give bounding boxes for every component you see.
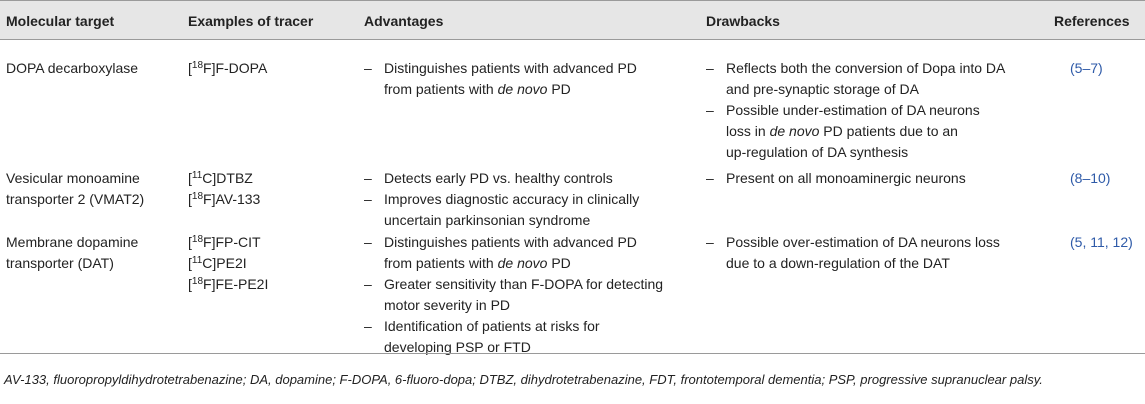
bullet-dash: – [706,170,714,186]
molecular-target-line: transporter 2 (VMAT2) [6,191,145,207]
bullet-dash: – [364,234,372,250]
molecular-target-line: Vesicular monoamine [6,170,140,186]
tracer-name: [18F]FP-CIT [188,234,261,250]
drawback-line: loss in de novo PD patients due to an [726,123,958,139]
molecular-target-cell: Membrane dopamine transporter (DAT) [6,232,138,274]
advantage-text: Greater sensitivity than F-DOPA for dete… [384,274,663,316]
advantage-text: Detects early PD vs. healthy controls [384,168,613,189]
tracer-name: [18F]F-DOPA [188,60,268,76]
bullet-dash: – [364,276,372,292]
bullet-dash: – [706,60,714,76]
header-advantages: Advantages [364,13,444,29]
tracer-name: [11C]DTBZ [188,170,253,186]
advantage-line: Improves diagnostic accuracy in clinical… [384,191,640,207]
advantage-line: Greater sensitivity than F-DOPA for dete… [384,276,664,292]
table-header-row: Molecular target Examples of tracer Adva… [0,0,1145,40]
drawback-text: Possible under-estimation of DA neurons l… [726,100,980,163]
molecular-target-line: transporter (DAT) [6,255,114,271]
advantage-text: Identification of patients at risks for d… [384,316,600,358]
advantage-line: from patients with de novo PD [384,81,571,97]
molecular-target-line: DOPA decarboxylase [6,60,139,76]
molecular-target-cell: Vesicular monoamine transporter 2 (VMAT2) [6,168,144,210]
drawback-line: Reflects both the conversion of Dopa int… [726,60,1006,76]
advantage-line: developing PSP or FTD [384,339,531,355]
advantage-line: Distinguishes patients with advanced PD [384,60,637,76]
drawback-text: Possible over-estimation of DA neurons l… [726,232,1000,274]
header-examples-of-tracer: Examples of tracer [188,13,314,29]
header-drawbacks: Drawbacks [706,13,780,29]
advantage-text: Distinguishes patients with advanced PD f… [384,58,637,100]
tracer-cell: [11C]DTBZ [18F]AV-133 [188,168,260,210]
reference-link[interactable]: (8–10) [1070,170,1111,186]
drawback-line: and pre-synaptic storage of DA [726,81,919,97]
advantage-text: Distinguishes patients with advanced PD f… [384,232,637,274]
tracer-name: [18F]FE-PE2I [188,276,269,292]
tracer-name: [11C]PE2I [188,255,247,271]
bullet-dash: – [364,191,372,207]
molecular-target-line: Membrane dopamine [6,234,139,250]
header-references: References [1054,13,1130,29]
table-footnote: AV-133, fluoropropyldihydrotetrabenazine… [4,372,1043,387]
bullet-dash: – [364,170,372,186]
drawback-line: Present on all monoaminergic neurons [726,170,966,186]
tracer-name: [18F]AV-133 [188,191,261,207]
advantage-line: from patients with de novo PD [384,255,571,271]
molecular-target-cell: DOPA decarboxylase [6,58,138,79]
reference-link[interactable]: (5, 11, 12) [1070,234,1133,250]
advantage-line: uncertain parkinsonian syndrome [384,212,591,228]
advantage-line: motor severity in PD [384,297,511,313]
drawback-text: Present on all monoaminergic neurons [726,168,966,189]
drawback-line: up-regulation of DA synthesis [726,144,909,160]
tracer-cell: [18F]FP-CIT [11C]PE2I [18F]FE-PE2I [188,232,268,295]
advantage-line: Identification of patients at risks for [384,318,600,334]
table-bottom-rule [0,353,1145,354]
advantage-text: Improves diagnostic accuracy in clinical… [384,189,639,231]
bullet-dash: – [364,60,372,76]
bullet-dash: – [706,234,714,250]
drawback-line: Possible under-estimation of DA neurons [726,102,980,118]
bullet-dash: – [706,102,714,118]
tracer-cell: [18F]F-DOPA [188,58,267,79]
advantage-line: Distinguishes patients with advanced PD [384,234,637,250]
reference-link[interactable]: (5–7) [1070,60,1103,76]
drawback-line: due to a down-regulation of the DAT [726,255,950,271]
bullet-dash: – [364,318,372,334]
advantage-line: Detects early PD vs. healthy controls [384,170,613,186]
drawback-line: Possible over-estimation of DA neurons l… [726,234,1000,250]
drawback-text: Reflects both the conversion of Dopa int… [726,58,1005,100]
header-molecular-target: Molecular target [6,13,115,29]
